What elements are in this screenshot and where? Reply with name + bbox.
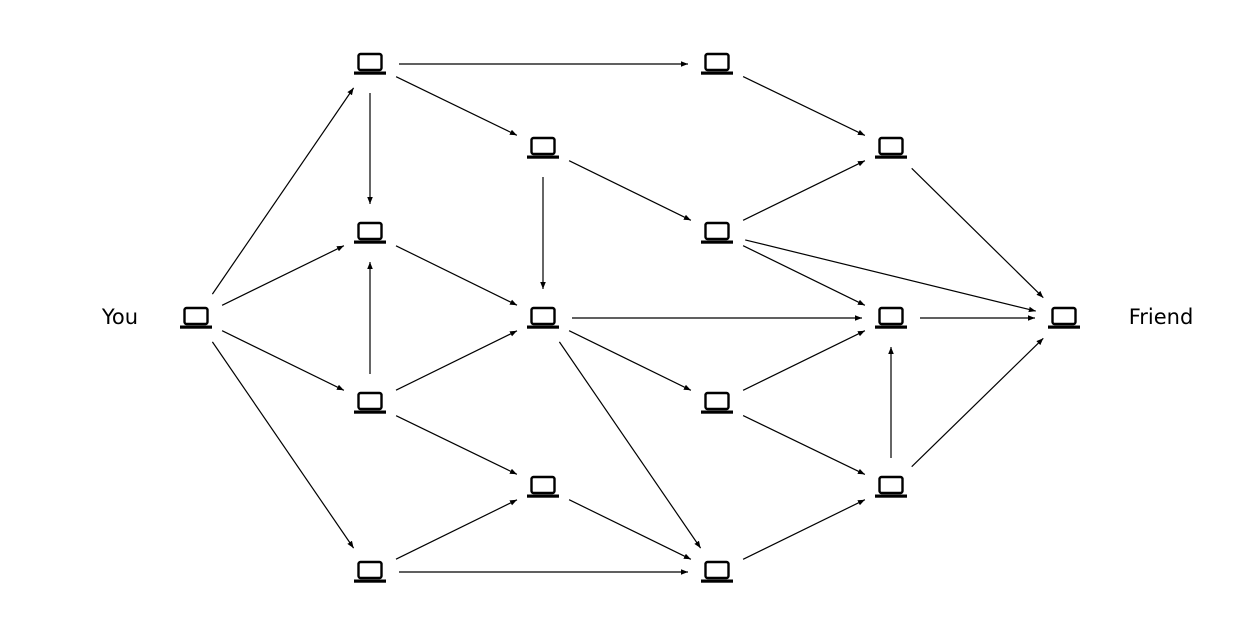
node-a1 <box>354 52 386 75</box>
target-label: Friend <box>1129 305 1194 329</box>
node-a2 <box>354 221 386 244</box>
laptop-icon <box>354 391 386 414</box>
laptop-icon <box>354 52 386 75</box>
laptop-icon <box>701 560 733 583</box>
node-b1 <box>527 136 559 159</box>
node-you <box>180 306 212 329</box>
edges-layer <box>211 61 1044 575</box>
edge-a3-b2 <box>395 330 518 391</box>
edge-c3-d3 <box>742 415 866 475</box>
node-c3 <box>701 391 733 414</box>
edge-b2-c4 <box>558 341 702 549</box>
edge-d3-friend <box>911 337 1044 468</box>
nodes-layer <box>180 52 1080 583</box>
laptop-icon <box>875 136 907 159</box>
edge-you-a2 <box>221 245 345 306</box>
node-a4 <box>354 560 386 583</box>
edge-c2-d2 <box>742 245 866 306</box>
node-b2 <box>527 306 559 329</box>
node-a3 <box>354 391 386 414</box>
laptop-icon <box>354 560 386 583</box>
laptop-icon <box>701 391 733 414</box>
edge-b3-c4 <box>568 499 692 560</box>
source-label: You <box>101 305 138 329</box>
laptop-icon <box>527 306 559 329</box>
edge-b1-c2 <box>568 160 692 221</box>
laptop-icon <box>875 306 907 329</box>
laptop-icon <box>875 475 907 498</box>
laptop-icon <box>1048 306 1080 329</box>
laptop-icon <box>354 221 386 244</box>
edge-c4-d3 <box>742 499 866 560</box>
edge-b2-c3 <box>568 330 692 391</box>
edge-c2-d1 <box>742 160 866 221</box>
edge-a1-b1 <box>395 76 518 136</box>
node-c4 <box>701 560 733 583</box>
laptop-icon <box>701 52 733 75</box>
node-c1 <box>701 52 733 75</box>
node-d3 <box>875 475 907 498</box>
node-d2 <box>875 306 907 329</box>
edge-c1-d1 <box>742 76 866 136</box>
node-c2 <box>701 221 733 244</box>
laptop-icon <box>180 306 212 329</box>
node-d1 <box>875 136 907 159</box>
edge-c2-friend <box>745 239 1036 313</box>
edge-d1-friend <box>911 167 1044 299</box>
edge-a3-b3 <box>395 415 518 475</box>
edge-a2-b2 <box>395 245 518 306</box>
edge-you-a4 <box>211 341 355 549</box>
laptop-icon <box>527 475 559 498</box>
edge-you-a3 <box>221 330 345 391</box>
node-friend <box>1048 306 1080 329</box>
laptop-icon <box>701 221 733 244</box>
node-b3 <box>527 475 559 498</box>
edge-you-a1 <box>211 87 355 295</box>
edge-c3-d2 <box>742 330 866 391</box>
edge-a4-b3 <box>395 499 518 560</box>
laptop-icon <box>527 136 559 159</box>
